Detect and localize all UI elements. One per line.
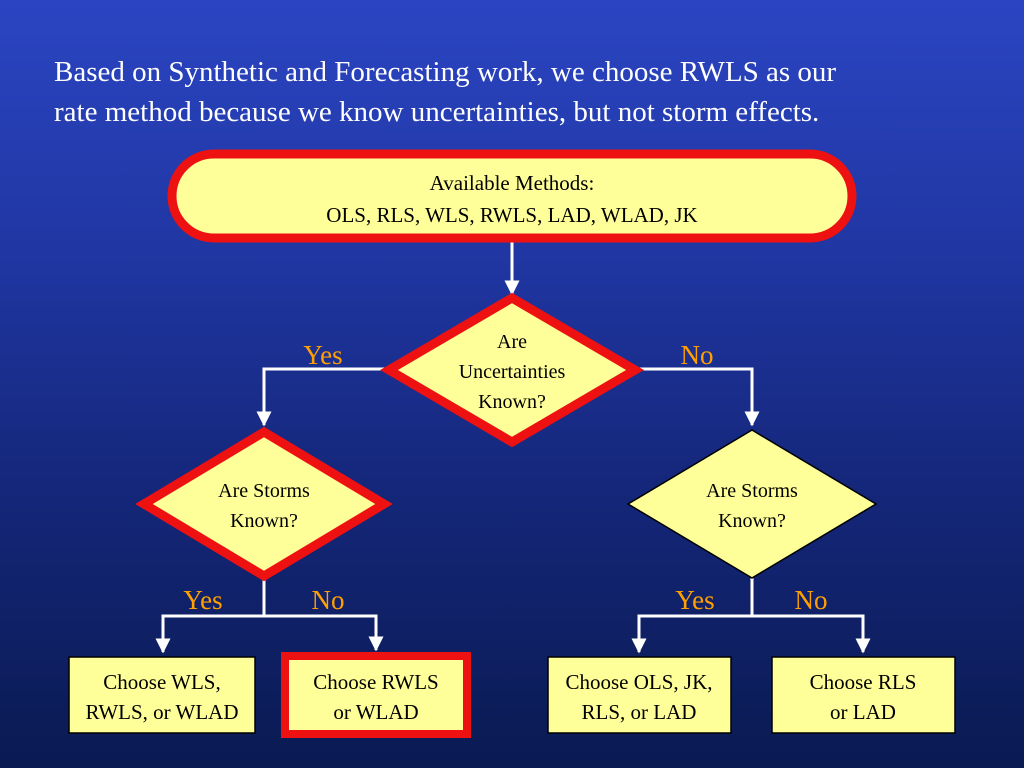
branch-labels: Yes No Yes No Yes No <box>183 340 827 615</box>
outcome-choose-rls: Choose RLS or LAD <box>771 656 956 734</box>
decision-uncertainties-line-1: Are <box>497 331 527 353</box>
decision-storms-left-shape <box>135 426 393 582</box>
decision-storms-left: Are Storms Known? <box>135 426 393 582</box>
outcome-choose-wls-line-1: Choose WLS, <box>103 670 220 694</box>
connector-right-no <box>752 614 871 654</box>
outcome-choose-rwls-line-1: Choose RWLS <box>313 670 438 694</box>
connectors <box>155 242 871 654</box>
decision-uncertainties-line-2: Uncertainties <box>459 361 566 383</box>
decision-uncertainties-line-3: Known? <box>478 391 546 413</box>
intro-text: Based on Synthetic and Forecasting work,… <box>54 52 994 132</box>
decision-storms-right: Are Storms Known? <box>626 429 878 579</box>
start-node-line-1: Available Methods: <box>430 171 595 195</box>
label-left-no: No <box>312 585 345 615</box>
outcome-choose-ols-line-1: Choose OLS, JK, <box>565 670 712 694</box>
decision-uncertainties-shape <box>380 292 644 448</box>
decision-uncertainties: Are Uncertainties Known? <box>380 292 644 448</box>
connector-right-yes <box>631 614 752 654</box>
intro-line-2: rate method because we know uncertaintie… <box>54 96 820 128</box>
label-uncertainties-no: No <box>681 340 714 370</box>
decision-storms-left-line-1: Are Storms <box>218 480 310 502</box>
connector-left-no <box>264 614 384 652</box>
outcome-choose-rls-box <box>771 656 956 734</box>
decision-storms-right-shape <box>626 429 878 579</box>
decision-storms-right-line-2: Known? <box>718 510 786 532</box>
decision-storms-right-line-1: Are Storms <box>706 480 798 502</box>
connector-uncertainties-yes <box>256 367 385 427</box>
outcome-choose-wls-line-2: RWLS, or WLAD <box>85 700 238 724</box>
label-right-no: No <box>795 585 828 615</box>
start-node-shape <box>167 149 857 243</box>
decision-storms-left-line-2: Known? <box>230 510 298 532</box>
label-left-yes: Yes <box>183 585 222 615</box>
connector-uncertainties-no <box>639 367 760 427</box>
outcome-choose-rwls-box <box>281 652 471 738</box>
start-node: Available Methods: OLS, RLS, WLS, RWLS, … <box>167 149 857 243</box>
outcome-choose-wls: Choose WLS, RWLS, or WLAD <box>68 656 256 734</box>
label-uncertainties-yes: Yes <box>303 340 342 370</box>
outcome-choose-ols-box <box>547 656 732 734</box>
connector-left-yes <box>155 614 264 654</box>
start-node-line-2: OLS, RLS, WLS, RWLS, LAD, WLAD, JK <box>326 203 697 227</box>
outcome-choose-ols: Choose OLS, JK, RLS, or LAD <box>547 656 732 734</box>
outcome-choose-rwls: Choose RWLS or WLAD <box>281 652 471 738</box>
outcome-choose-rls-line-2: or LAD <box>830 700 896 724</box>
outcome-choose-wls-box <box>68 656 256 734</box>
outcome-choose-ols-line-2: RLS, or LAD <box>582 700 697 724</box>
outcome-choose-rwls-line-2: or WLAD <box>333 700 418 724</box>
label-right-yes: Yes <box>675 585 714 615</box>
outcome-choose-rls-line-1: Choose RLS <box>810 670 917 694</box>
intro-line-1: Based on Synthetic and Forecasting work,… <box>54 56 837 88</box>
